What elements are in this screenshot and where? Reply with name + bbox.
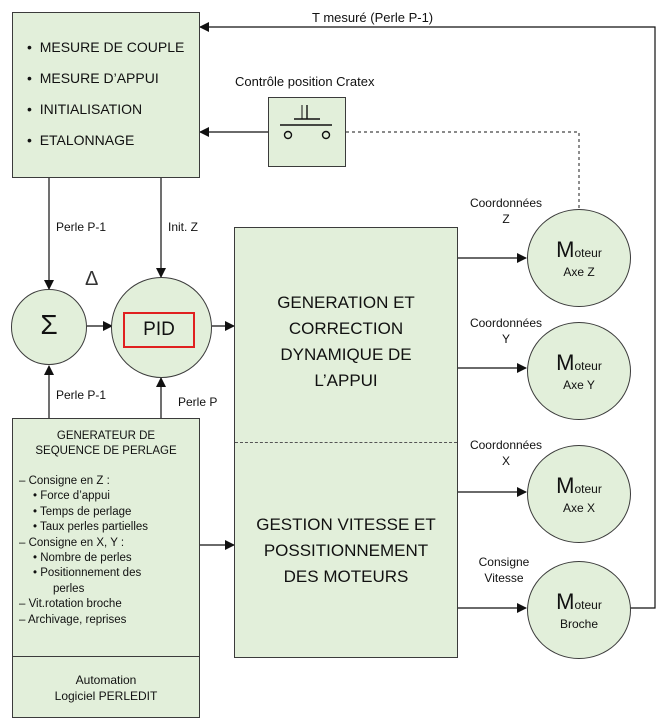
t-mesure-label: T mesuré (Perle P-1) (312, 10, 434, 25)
pid-box: PID (123, 312, 195, 348)
generator-list: – Consigne en Z : • Force d’appui • Temp… (19, 474, 148, 628)
coord-y-line1: Coordonnées (469, 316, 543, 330)
generation-line: L’APPUI (314, 371, 378, 390)
motor-x-name: Moteur (528, 473, 630, 499)
perle-p-label: Perle P (178, 395, 218, 409)
feedback-line (199, 22, 656, 609)
motor-broche: Moteur Broche (527, 561, 631, 659)
section-divider (235, 442, 457, 443)
automation-box: Automation Logiciel PERLEDIT (12, 656, 200, 718)
generator-title-line: GENERATEUR DE (56, 430, 156, 442)
pid-node: PID (111, 277, 212, 378)
motor-y-axis: Axe Y (563, 378, 595, 392)
generator-item: • Positionnement des (33, 567, 142, 580)
mode-box: • MESURE DE COUPLE • MESURE D’APPUI • IN… (12, 12, 200, 178)
coord-y-line2: Y (501, 332, 510, 346)
gestion-text: GESTION VITESSE ET POSSITIONNEMENT DES M… (235, 512, 457, 590)
coord-x-line1: Coordonnées (469, 438, 543, 452)
coord-y-label: Coordonnées Y (456, 315, 556, 347)
motor-x-suffix: oteur (574, 482, 602, 496)
cratex-switch-box (268, 97, 346, 167)
mode-item: • MESURE D’APPUI (27, 70, 159, 86)
generator-item: • Nombre de perles (33, 552, 132, 565)
generator-item: – Archivage, reprises (19, 613, 127, 626)
delta-label: Δ (85, 268, 99, 290)
coord-z-line2: Z (502, 212, 510, 226)
motor-broche-name: Moteur (528, 589, 630, 615)
coord-x-line2: X (501, 454, 510, 468)
sigma-symbol: Σ (40, 309, 58, 340)
motor-z-suffix: oteur (574, 246, 602, 260)
automation-text: Automation Logiciel PERLEDIT (13, 672, 199, 704)
consigne-label: Consigne Vitesse (456, 554, 552, 586)
sigma-node: Σ (11, 289, 87, 365)
automation-line: Logiciel PERLEDIT (54, 689, 158, 703)
coord-z-line1: Coordonnées (469, 196, 543, 210)
automation-line: Automation (75, 673, 137, 687)
motor-z-axis: Axe Z (563, 265, 595, 279)
mode-item: • ETALONNAGE (27, 132, 135, 148)
generator-item: • Taux perles partielles (33, 521, 149, 534)
coord-z-label: Coordonnées Z (456, 195, 556, 227)
perle-p1-label: Perle P-1 (56, 220, 107, 234)
mode-item: • INITIALISATION (27, 101, 143, 117)
generation-text: GENERATION ET CORRECTION DYNAMIQUE DE L’… (235, 290, 457, 394)
motor-x-axis: Axe X (562, 501, 595, 515)
generator-item: • Force d’appui (33, 490, 110, 503)
generator-item: – Consigne en X, Y : (19, 536, 125, 549)
motor-x-initial: M (556, 473, 575, 498)
controle-label: Contrôle position Cratex (235, 74, 375, 89)
generation-line: DYNAMIQUE DE (280, 345, 412, 364)
motor-y-suffix: oteur (574, 359, 602, 373)
pid-label: PID (143, 319, 175, 340)
switch-icon (280, 105, 332, 140)
motor-broche-axis: Broche (559, 617, 599, 631)
coord-x-label: Coordonnées X (456, 437, 556, 469)
motor-x: Moteur Axe X (527, 445, 631, 543)
motor-broche-initial: M (556, 589, 575, 614)
generator-box: GENERATEUR DE SEQUENCE DE PERLAGE – Cons… (12, 418, 200, 657)
generator-item: – Consigne en Z : (19, 475, 110, 487)
motor-z-initial: M (556, 237, 575, 262)
init-z-label: Init. Z (168, 220, 199, 234)
generator-item: – Vit.rotation broche (19, 598, 122, 611)
generator-item: • Temps de perlage (33, 505, 132, 518)
motor-y-initial: M (556, 350, 575, 375)
gestion-line: DES MOTEURS (283, 567, 409, 586)
gestion-line: GESTION VITESSE ET (256, 515, 436, 534)
gestion-line: POSSITIONNEMENT (263, 541, 429, 560)
cratex-dashed-line (346, 131, 580, 209)
motor-y: Moteur Axe Y (527, 322, 631, 420)
mode-item: • MESURE DE COUPLE (27, 39, 185, 55)
generator-title: GENERATEUR DE SEQUENCE DE PERLAGE (13, 429, 199, 459)
consigne-line2: Vitesse (484, 571, 524, 585)
motor-y-name: Moteur (528, 350, 630, 376)
motor-z-name: Moteur (528, 237, 630, 263)
consigne-line1: Consigne (478, 555, 530, 569)
generator-item: perles (53, 582, 85, 595)
motor-z: Moteur Axe Z (527, 209, 631, 307)
control-box: GENERATION ET CORRECTION DYNAMIQUE DE L’… (234, 227, 458, 658)
generator-title-line: SEQUENCE DE PERLAGE (35, 445, 177, 457)
perle-p1-bottom-label: Perle P-1 (56, 388, 107, 402)
generation-line: CORRECTION (288, 319, 404, 338)
generation-line: GENERATION ET (277, 293, 415, 312)
motor-broche-suffix: oteur (574, 598, 602, 612)
